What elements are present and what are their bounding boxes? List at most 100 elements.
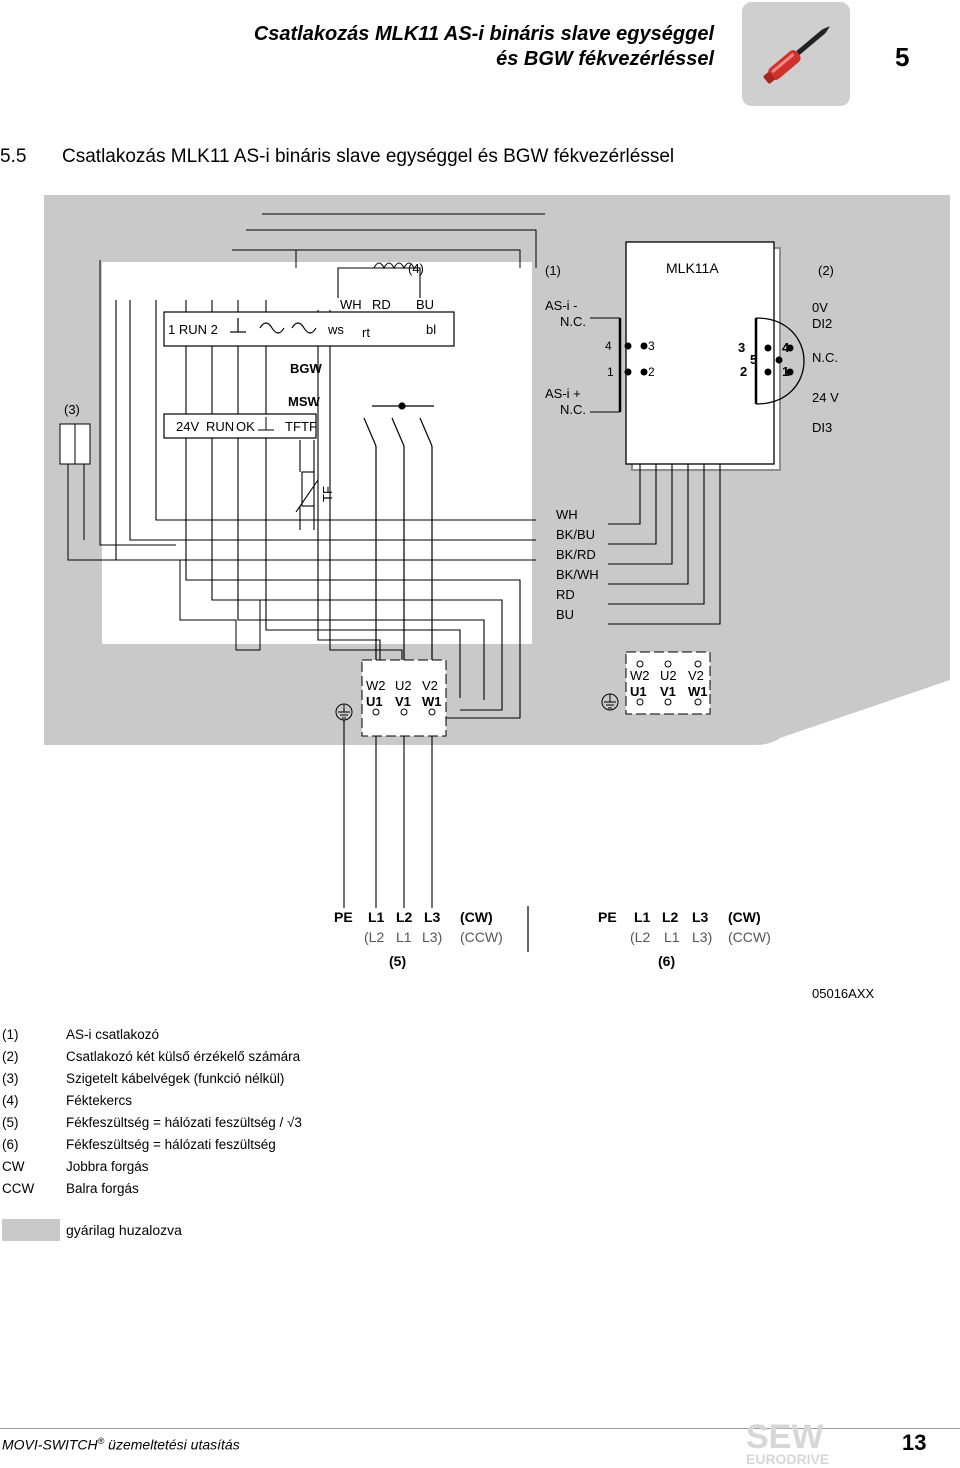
section-title: 5.5 Csatlakozás MLK11 AS-i bináris slave … xyxy=(0,146,674,168)
supply5-cw: (CW) xyxy=(460,909,493,925)
callout-5: (5) xyxy=(389,953,406,969)
header-title: Csatlakozás MLK11 AS-i bináris slave egy… xyxy=(254,22,714,72)
figure-code: 05016AXX xyxy=(812,986,874,1001)
bgw-label: BGW xyxy=(290,361,323,376)
right-pin-3: 3 xyxy=(738,340,745,355)
supply6-pe: PE xyxy=(598,909,617,925)
coil-label-wh: WH xyxy=(340,297,362,312)
right-pin-5: 5 xyxy=(750,352,757,367)
delta-bottom-w1: W1 xyxy=(688,684,708,699)
as-i-connector xyxy=(590,317,648,413)
supply-lines-5 xyxy=(343,720,433,908)
left-pin-2: 2 xyxy=(648,365,655,379)
supply6-l1: L1 xyxy=(634,909,651,925)
callout-1: (1) xyxy=(545,263,561,278)
sew-eurodrive-logo: SEW EURODRIVE xyxy=(746,1418,829,1467)
callout-3: (3) xyxy=(64,402,80,417)
supply6-alt-l3: L3) xyxy=(692,929,712,945)
section-title-text: Csatlakozás MLK11 AS-i bináris slave egy… xyxy=(62,146,675,167)
star-bottom-v1: V1 xyxy=(395,694,411,709)
msw-terminal-24v: 24V xyxy=(176,419,199,434)
header-title-line2: és BGW fékvezérléssel xyxy=(496,48,714,70)
delta-top-w2: W2 xyxy=(630,668,650,683)
supply5-alt-ccw: (CCW) xyxy=(460,929,503,945)
wire-color-bk-wh: BK/WH xyxy=(556,567,599,582)
footer-manual-rest: üzemeltetési utasítás xyxy=(104,1436,240,1453)
callout-2: (2) xyxy=(818,263,834,278)
delta-top-v2: V2 xyxy=(688,668,704,683)
legend: (1)AS-i csatlakozó (2)Csatlakozó két kül… xyxy=(2,1024,302,1200)
delta-bottom-u1: U1 xyxy=(630,684,647,699)
wire-color-bk-rd: BK/RD xyxy=(556,547,596,562)
star-top-u2: U2 xyxy=(395,678,412,693)
left-pin-3: 3 xyxy=(648,339,655,353)
supply6-alt-l2: (L2 xyxy=(630,929,650,945)
star-bottom-w1: W1 xyxy=(422,694,442,709)
footer-reg-mark: ® xyxy=(97,1436,105,1446)
wire-color-bk-bu: BK/BU xyxy=(556,527,595,542)
delta-bottom-v1: V1 xyxy=(660,684,676,699)
mlk-cable-bundle xyxy=(608,464,721,625)
chapter-number: 5 xyxy=(895,42,910,72)
right-pin-2: 2 xyxy=(740,364,747,379)
bgw-wires xyxy=(115,300,536,719)
wiring-diagram: 1 RUN 2 ws rt bl (4) WH RD BU BGW MSW 24… xyxy=(44,195,950,1001)
bgw-terminal-rt: rt xyxy=(362,325,370,340)
supply5-l3: L3 xyxy=(424,909,441,925)
terminal-box-star xyxy=(361,659,447,737)
coil-label-rd: RD xyxy=(372,297,391,312)
as-i-spacer xyxy=(542,262,598,412)
screwdriver-icon xyxy=(742,2,850,106)
as-i-minus: AS-i - xyxy=(545,298,578,313)
legend-item: (4)Féktekercs xyxy=(2,1093,133,1108)
msw-terminal-row xyxy=(163,413,317,439)
supply5-alt-l2: (L2 xyxy=(364,929,384,945)
star-bottom-u1: U1 xyxy=(366,694,383,709)
footer-divider xyxy=(0,1428,960,1429)
factory-wired-label: gyárilag huzalozva xyxy=(66,1222,182,1238)
footer-manual-name: MOVI-SWITCH xyxy=(2,1436,98,1453)
supply6-l3: L3 xyxy=(692,909,709,925)
bgw-terminal-bl: bl xyxy=(426,322,436,337)
signal-0v: 0V xyxy=(812,300,828,315)
contactor-switches xyxy=(363,402,434,660)
legend-item: (3)Szigetelt kábelvégek (funkció nélkül) xyxy=(2,1071,285,1086)
section-number: 5.5 xyxy=(0,146,27,167)
supply6-alt-ccw: (CCW) xyxy=(728,929,771,945)
bgw-terminal-run: 1 RUN 2 xyxy=(168,322,218,337)
ground-icon-2 xyxy=(601,693,619,711)
msw-terminal-ok: OK xyxy=(236,419,255,434)
signal-di3: DI3 xyxy=(812,420,832,435)
outer-wires xyxy=(67,213,545,651)
callout-4: (4) xyxy=(408,261,424,276)
msw-terminal-run: RUN xyxy=(206,419,234,434)
msw-terminal-tf1: TF xyxy=(285,419,301,434)
logo-eurodrive: EURODRIVE xyxy=(746,1451,829,1467)
right-pin-1: 1 xyxy=(782,364,789,379)
msw-label: MSW xyxy=(288,394,321,409)
supply5-pe: PE xyxy=(334,909,353,925)
as-i-nc-bottom: N.C. xyxy=(560,402,586,417)
header-title-line1: Csatlakozás MLK11 AS-i bináris slave egy… xyxy=(253,23,714,45)
bgw-terminal-row xyxy=(163,311,455,347)
wire-color-wh: WH xyxy=(556,507,578,522)
mlk11a-module xyxy=(625,241,775,465)
legend-item: (6)Fékfeszültség = hálózati feszültség xyxy=(2,1137,276,1152)
sensor-connector xyxy=(754,317,805,405)
as-i-nc-top: N.C. xyxy=(560,314,586,329)
logo-sew: SEW xyxy=(746,1418,824,1456)
star-top-w2: W2 xyxy=(366,678,386,693)
supply6-cw: (CW) xyxy=(728,909,761,925)
signal-di2: DI2 xyxy=(812,316,832,331)
signal-nc: N.C. xyxy=(812,350,838,365)
as-i-plus: AS-i + xyxy=(545,386,581,401)
supply6-alt-l1: L1 xyxy=(664,929,680,945)
ground-icon xyxy=(335,703,353,721)
supply5-alt-l3: L3) xyxy=(422,929,442,945)
supply5-l2: L2 xyxy=(396,909,413,925)
tf-thermistor xyxy=(295,440,319,530)
footer-manual-title: MOVI-SWITCH® üzemeltetési utasítás xyxy=(2,1436,240,1453)
star-terminals xyxy=(372,708,436,716)
